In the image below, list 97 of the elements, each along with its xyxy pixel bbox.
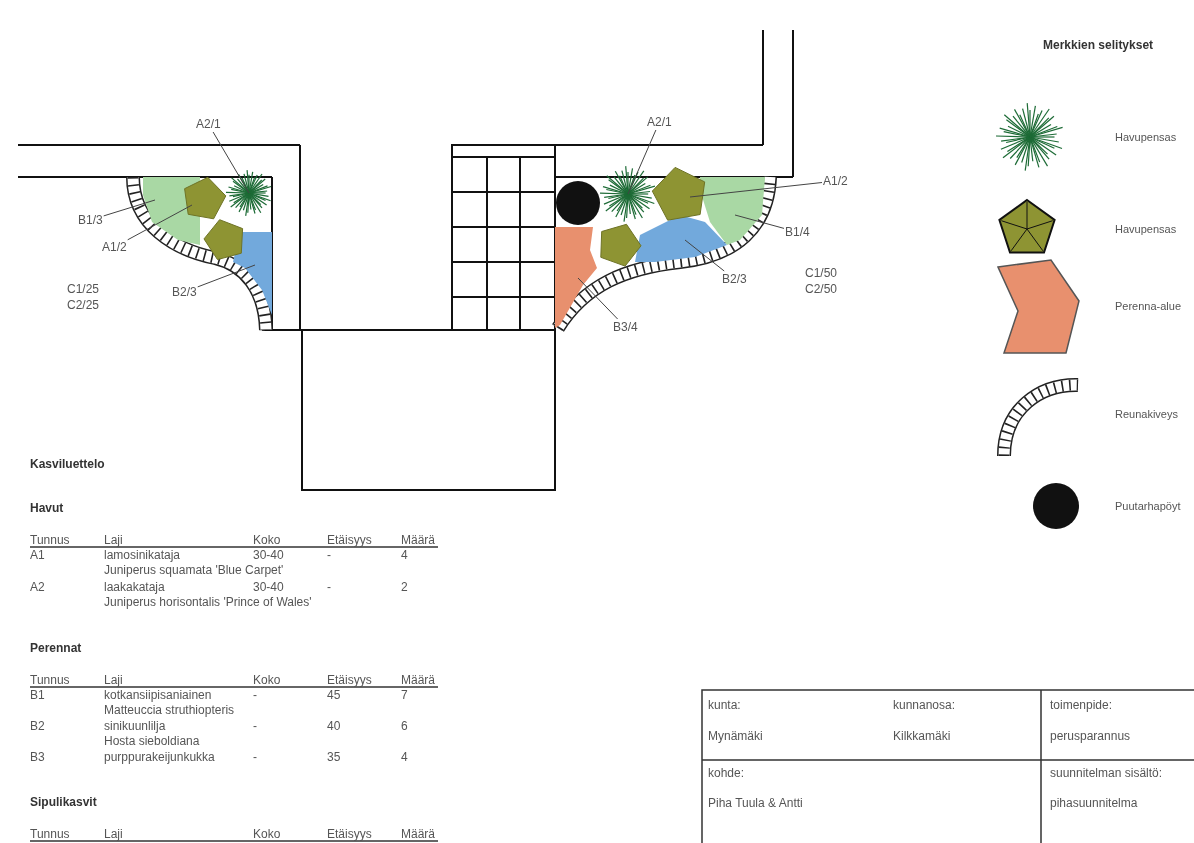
- title-block-value: pihasuunnitelma: [1050, 796, 1138, 810]
- table-cell: Juniperus squamata 'Blue Carpet': [104, 563, 284, 577]
- table-cell: lamosinikataja: [104, 548, 181, 562]
- plant-code-label: B2/3: [722, 272, 747, 286]
- table-cell: 40: [327, 719, 341, 733]
- shrub-pentagon: [651, 166, 706, 221]
- table-header: Koko: [253, 673, 281, 687]
- leader-line: [689, 182, 823, 198]
- table-cell: Matteuccia struthiopteris: [104, 703, 235, 717]
- table-header: Tunnus: [30, 827, 70, 841]
- section-heading: Kasviluettelo: [30, 457, 105, 471]
- table-cell: B2: [30, 719, 45, 733]
- plant-code-label: B1/4: [785, 225, 810, 239]
- shrub-pentagon: [184, 176, 227, 220]
- title-block-value: perusparannus: [1050, 729, 1131, 743]
- legend-label: Havupensas: [1115, 130, 1177, 144]
- table-cell: 30-40: [253, 548, 284, 562]
- leader-line: [734, 214, 785, 229]
- leader-line: [577, 277, 619, 320]
- leader-line: [627, 129, 657, 195]
- table-header: Koko: [253, 533, 281, 547]
- table-header: Määrä: [401, 827, 435, 841]
- legend-label: Puutarhapöyt: [1115, 499, 1181, 513]
- plant-code-label: B1/3: [78, 213, 103, 227]
- section-heading: Havut: [30, 501, 64, 515]
- conifer-shrub-drawing: [599, 165, 656, 223]
- table-cell: 30-40: [253, 580, 284, 594]
- table-header: Tunnus: [30, 533, 70, 547]
- table-cell: B3: [30, 750, 45, 764]
- planting-bed-area: [555, 227, 597, 328]
- title-block-label: suunnitelman sisältö:: [1050, 766, 1163, 780]
- table-cell: Juniperus horisontalis 'Prince of Wales': [104, 595, 312, 609]
- table-cell: -: [253, 688, 257, 702]
- title-block-value: Piha Tuula & Antti: [708, 796, 803, 810]
- plant-code-label: A2/1: [196, 117, 221, 131]
- table-cell: 7: [401, 688, 408, 702]
- table-cell: A1: [30, 548, 45, 562]
- planting-bed-area: [700, 177, 765, 245]
- plant-code-label: A2/1: [647, 115, 672, 129]
- table-cell: -: [327, 580, 331, 594]
- garden-table-circle: [556, 181, 600, 225]
- leader-line: [684, 239, 725, 272]
- title-block-value: Kilkkamäki: [893, 729, 951, 743]
- plant-code-label: A1/2: [823, 174, 848, 188]
- plant-code-label: A1/2: [102, 240, 127, 254]
- table-header: Laji: [104, 533, 123, 547]
- title-block-label: kunta:: [708, 698, 741, 712]
- table-header: Etäisyys: [327, 827, 372, 841]
- title-block-label: kunnanosa:: [893, 698, 956, 712]
- table-cell: 4: [401, 750, 408, 764]
- plant-quantity-label: C2/25: [67, 298, 100, 312]
- table-header: Laji: [104, 673, 123, 687]
- table-cell: 4: [401, 548, 408, 562]
- table-cell: 35: [327, 750, 341, 764]
- table-cell: sinikuunlilja: [104, 719, 166, 733]
- leader-line: [103, 199, 156, 217]
- plant-quantity-label: C2/50: [805, 282, 838, 296]
- table-header: Etäisyys: [327, 533, 372, 547]
- leader-line: [212, 131, 250, 194]
- table-cell: 2: [401, 580, 408, 594]
- title-block-label: kohde:: [708, 766, 745, 780]
- table-cell: B1: [30, 688, 45, 702]
- plant-code-label: B2/3: [172, 285, 197, 299]
- title-block-value: Mynämäki: [708, 729, 763, 743]
- title-block-label: toimenpide:: [1050, 698, 1113, 712]
- planting-bed-area: [233, 232, 272, 315]
- table-cell: kotkansiipisaniainen: [104, 688, 212, 702]
- table-header: Määrä: [401, 673, 435, 687]
- planting-bed-area: [635, 215, 727, 262]
- table-cell: -: [253, 719, 257, 733]
- table-cell: -: [253, 750, 257, 764]
- leader-line: [197, 264, 256, 288]
- table-cell: purppurakeijunkukka: [104, 750, 215, 764]
- legend-label: Reunakiveys: [1115, 407, 1178, 421]
- legend-heading: Merkkien selitykset: [1043, 38, 1154, 52]
- plant-code-label: B3/4: [613, 320, 638, 334]
- section-heading: Perennat: [30, 641, 82, 655]
- conifer-shrub-drawing: [225, 169, 272, 217]
- plant-quantity-label: C1/50: [805, 266, 838, 280]
- leader-line: [127, 204, 193, 241]
- table-header: Etäisyys: [327, 673, 372, 687]
- table-header: Koko: [253, 827, 281, 841]
- section-heading: Sipulikasvit: [30, 795, 97, 809]
- table-cell: -: [327, 548, 331, 562]
- legend-label: Havupensas: [1115, 222, 1177, 236]
- legend-label: Perenna-alue: [1115, 299, 1182, 313]
- table-cell: Hosta sieboldiana: [104, 734, 200, 748]
- table-header: Tunnus: [30, 673, 70, 687]
- table-header: Määrä: [401, 533, 435, 547]
- table-cell: laakakataja: [104, 580, 165, 594]
- shrub-pentagon: [203, 219, 244, 261]
- table-cell: 45: [327, 688, 341, 702]
- table-cell: 6: [401, 719, 408, 733]
- plant-quantity-label: C1/25: [67, 282, 100, 296]
- shrub-pentagon: [600, 223, 642, 267]
- table-cell: A2: [30, 580, 45, 594]
- table-header: Laji: [104, 827, 123, 841]
